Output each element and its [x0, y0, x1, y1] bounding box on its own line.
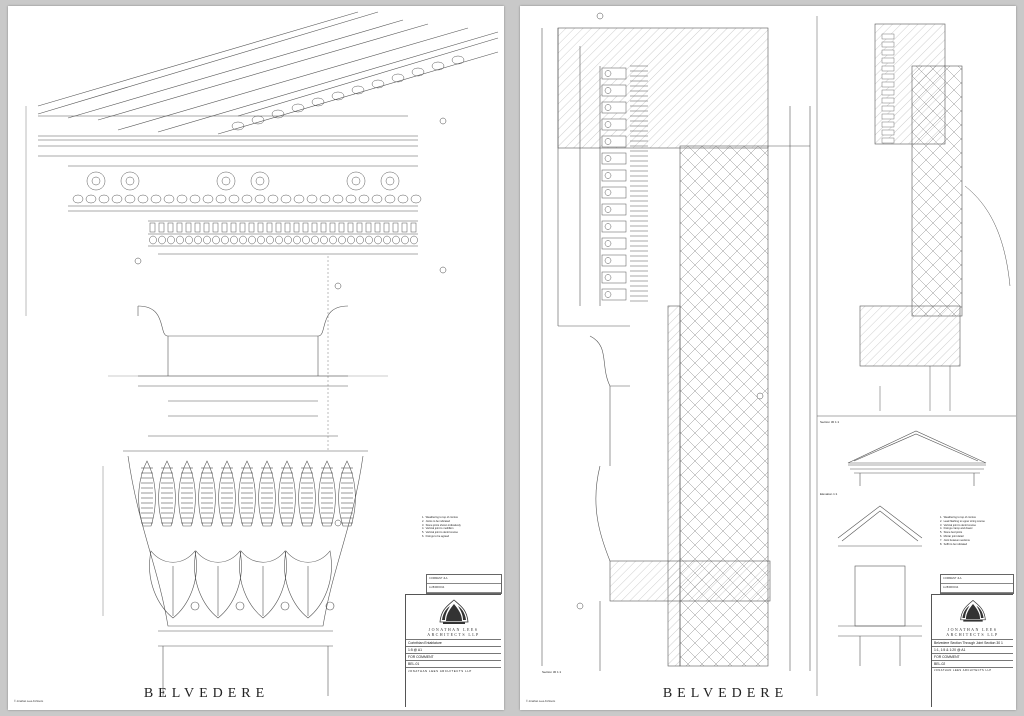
revision-row: A 28/08/2014	[427, 584, 501, 593]
corinthian-capital-drawing	[25, 11, 499, 696]
left-drawing-sheet: 1. Weathering to top of cornice 2. Joint…	[8, 6, 504, 710]
acanthus-logo-icon	[959, 599, 986, 622]
firm-name-footer: JONATHAN LEES ARCHITECTS LLP	[934, 669, 992, 672]
drawing-number: BEL-01	[408, 662, 420, 666]
revision-row: COMMENT JLA	[427, 575, 501, 584]
firm-name: JONATHAN LEES ARCHITECTS LLP	[427, 627, 480, 637]
left-drawing-notes: 1. Weathering to top of cornice 2. Joint…	[422, 516, 461, 538]
right-revision-table: COMMENT JLA A 28/08/2014	[940, 574, 1014, 594]
revision-row: COMMENT JLA	[941, 575, 1013, 584]
copyright-note: © Jonathan Lees Architects	[526, 700, 556, 703]
drawing-status: FOR COMMENT	[934, 655, 960, 659]
section-label: Section 30 1:1	[542, 670, 562, 674]
drawing-title: Corinthian Entablature	[408, 641, 442, 645]
left-title-block: JONATHAN LEES ARCHITECTS LLP Corinthian …	[405, 594, 501, 707]
project-title: BELVEDERE	[662, 686, 789, 701]
section-label: Section 30 1:1	[820, 420, 840, 424]
project-title: BELVEDERE	[143, 686, 270, 701]
drawing-number: BEL-02	[934, 662, 946, 666]
section-and-elevation-drawing	[541, 12, 1016, 696]
right-drawing-notes: 1. Weathering to top of cornice 2. Lead …	[940, 516, 985, 546]
firm-name-footer: JONATHAN LEES ARCHITECTS LLP	[408, 669, 472, 673]
copyright-note: © Jonathan Lees Architects	[14, 700, 44, 703]
right-drawing-sheet: Section 30 1:1 Section 30 1:1 Elevation …	[520, 6, 1016, 710]
revision-row: A 28/08/2014	[941, 584, 1013, 593]
elevation-label: Elevation 1:1	[820, 492, 838, 496]
right-title-block: JONATHAN LEES ARCHITECTS LLP Belvedere S…	[931, 594, 1013, 707]
drawing-status: FOR COMMENT	[408, 655, 434, 659]
firm-logo: JONATHAN LEES ARCHITECTS LLP	[406, 595, 501, 640]
left-revision-table: COMMENT JLA A 28/08/2014	[426, 574, 502, 594]
firm-name: JONATHAN LEES ARCHITECTS LLP	[946, 627, 999, 637]
drawing-scale: 1:5 @ A1	[408, 648, 422, 652]
drawing-title: Belvedere Section Through Joint Section …	[934, 641, 1003, 645]
drawing-scale: 1:1, 1:5 & 1:20 @ A1	[934, 648, 966, 652]
acanthus-logo-icon	[439, 599, 468, 624]
firm-logo: JONATHAN LEES ARCHITECTS LLP	[932, 595, 1013, 640]
